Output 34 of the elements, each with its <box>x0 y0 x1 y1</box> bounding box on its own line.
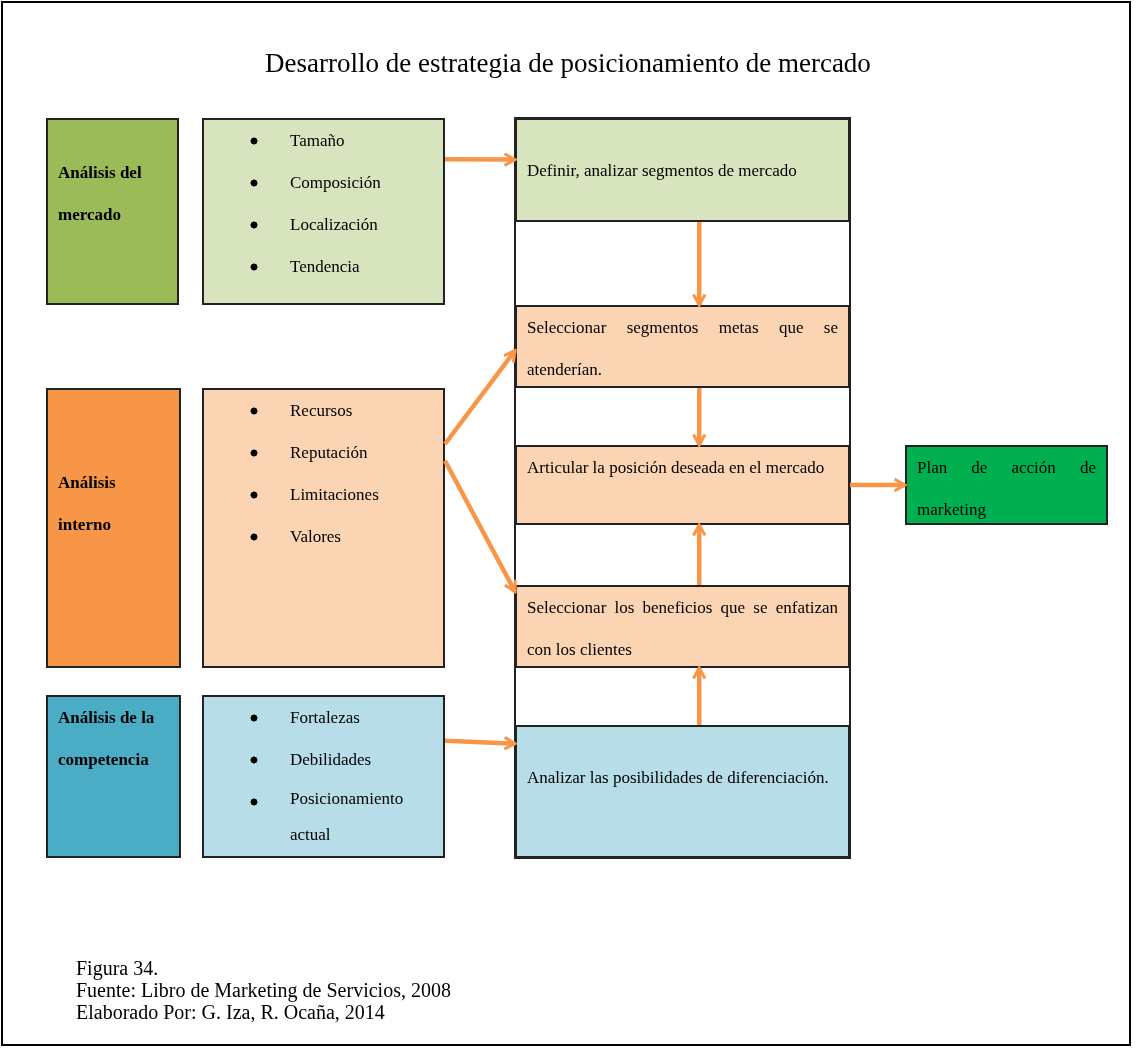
step-text: Articular la posición deseada en el mercado <box>526 457 826 479</box>
process-box <box>515 725 850 858</box>
arrow <box>443 459 517 594</box>
step-text: Analizar las posibilidades de diferenciación. <box>526 767 830 789</box>
arrow <box>444 735 517 751</box>
process-box <box>515 585 850 668</box>
category-box <box>46 118 179 305</box>
bullet-list-box <box>202 695 445 858</box>
figure-number: Figura 34. <box>76 957 159 979</box>
category-box <box>46 695 181 858</box>
category-label: Análisis de la competencia <box>57 707 156 771</box>
source-note: Elaborado Por: G. Iza, R. Ocaña, 2014 <box>76 1001 385 1023</box>
step-text: Seleccionar los beneficios que se enfatizan con los clientes <box>526 597 839 661</box>
arrow <box>691 222 707 307</box>
step-text: Definir, analizar segmentos de mercado <box>526 160 798 182</box>
arrow <box>691 523 707 585</box>
arrow <box>443 349 517 446</box>
source-note: Fuente: Libro de Marketing de Servicios, 2008 <box>76 979 451 1001</box>
diagram-title: Desarrollo de estrategia de posicionamiento de mercado <box>264 48 872 79</box>
category-box <box>46 388 181 668</box>
category-label: Análisis interno <box>57 472 117 536</box>
process-box <box>515 118 850 222</box>
process-box <box>515 305 850 388</box>
step-text: Seleccionar segmentos metas que se atenderían. <box>526 317 839 381</box>
arrow <box>445 152 517 167</box>
process-box <box>905 445 1108 525</box>
arrow <box>691 666 707 725</box>
process-box <box>515 445 850 525</box>
arrow <box>691 388 707 447</box>
arrow <box>850 477 907 493</box>
step-text: Plan de acción de marketing <box>916 457 1097 521</box>
bullet-list-box <box>202 118 445 305</box>
bullet-list-box <box>202 388 445 668</box>
category-label: Análisis del mercado <box>57 162 143 226</box>
